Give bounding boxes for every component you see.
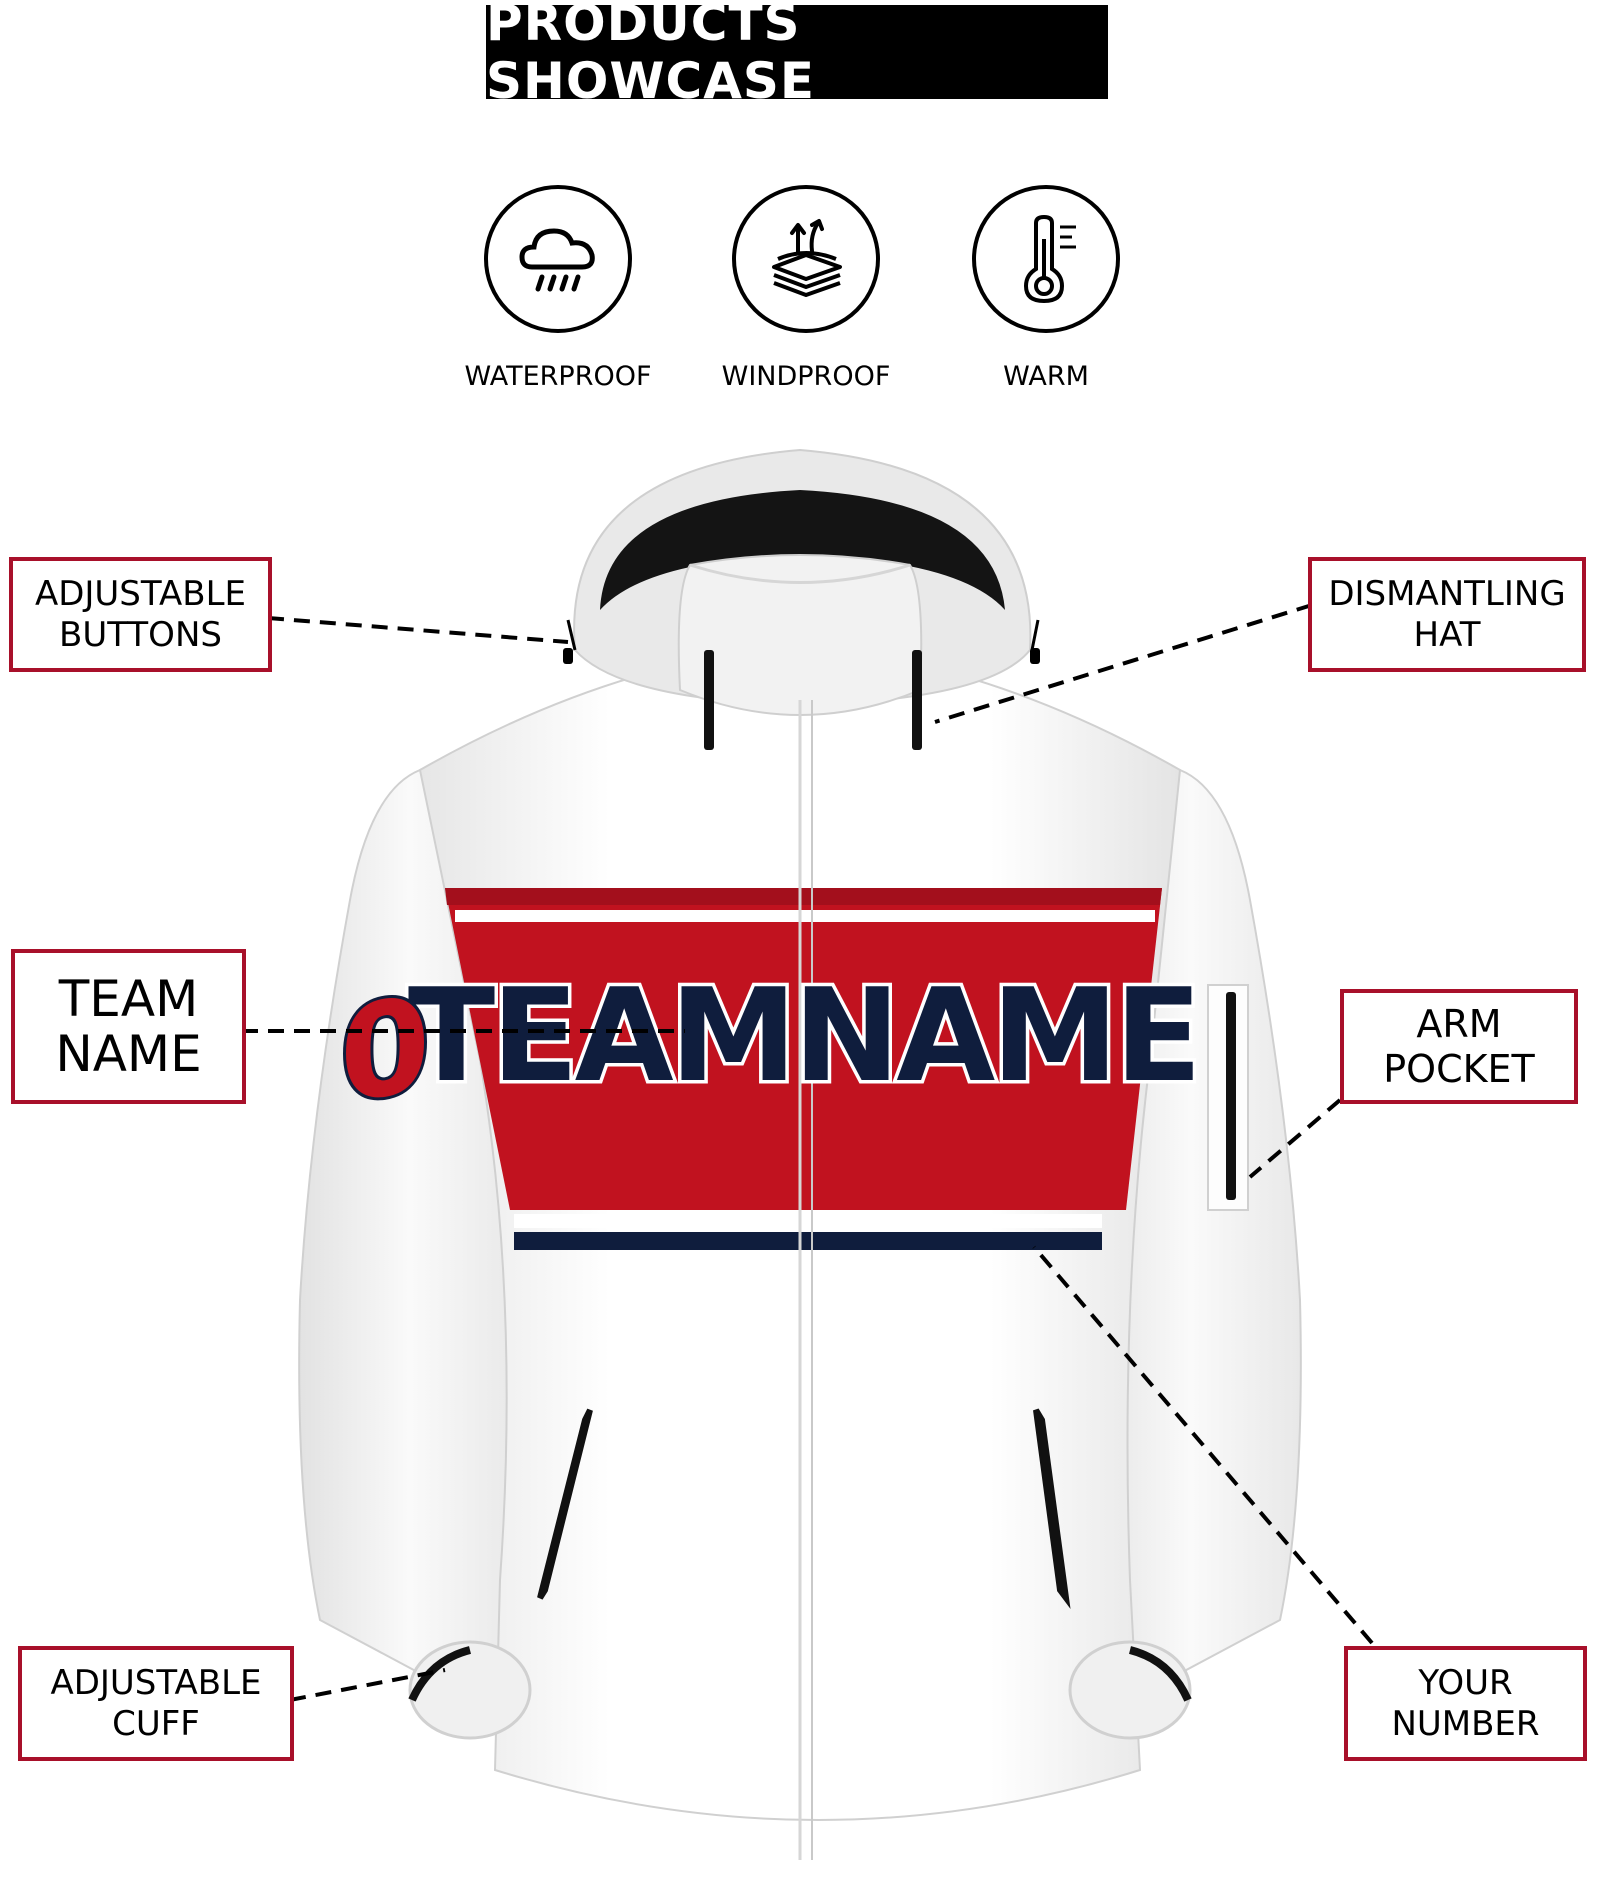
thermometer-icon (972, 185, 1120, 333)
callout-arm-pocket: ARM POCKET (1340, 989, 1578, 1104)
callout-line: ADJUSTABLE (50, 1663, 262, 1704)
callout-adjustable-cuff: ADJUSTABLE CUFF (18, 1646, 294, 1761)
feature-waterproof: WATERPROOF (438, 185, 678, 392)
sleeve-number: 0 (340, 968, 430, 1132)
callout-line: NAME (55, 1024, 202, 1083)
sleeve-number-badge: 0 (337, 965, 433, 1135)
feature-warm: WARM (926, 185, 1166, 392)
callout-your-number: YOUR NUMBER (1344, 1646, 1587, 1761)
left-cuff (408, 1640, 532, 1740)
callout-line: HAT (1413, 614, 1481, 655)
callout-line: DISMANTLING (1328, 574, 1566, 615)
feature-windproof: WINDPROOF (686, 185, 926, 392)
chest-panel (445, 888, 1162, 1210)
feature-label: WARM (1003, 361, 1089, 392)
chest-team-name: TEAMNAME (408, 962, 1198, 1111)
callout-line: POCKET (1383, 1046, 1535, 1091)
callout-adjustable-buttons: ADJUSTABLE BUTTONS (9, 557, 272, 672)
callout-line: ARM (1416, 1001, 1502, 1046)
callout-dismantling-hat: DISMANTLING HAT (1308, 557, 1586, 672)
callout-line: CUFF (112, 1703, 200, 1744)
wind-layers-icon (732, 185, 880, 333)
showcase-title: PRODUCTS SHOWCASE (486, 0, 1108, 110)
callout-line: ADJUSTABLE (34, 574, 247, 615)
rain-cloud-icon (484, 185, 632, 333)
right-cuff (1068, 1640, 1192, 1740)
feature-label: WATERPROOF (464, 361, 652, 392)
callout-line: BUTTONS (59, 614, 222, 655)
feature-label: WINDPROOF (721, 361, 891, 392)
callout-team-name: TEAM NAME (11, 949, 246, 1104)
callout-line: NUMBER (1391, 1703, 1540, 1744)
hood-lining (600, 490, 1005, 610)
navy-stripe (514, 1232, 1102, 1250)
callout-line: YOUR (1418, 1663, 1513, 1704)
collar (677, 554, 923, 716)
callout-line: TEAM (58, 969, 199, 1028)
